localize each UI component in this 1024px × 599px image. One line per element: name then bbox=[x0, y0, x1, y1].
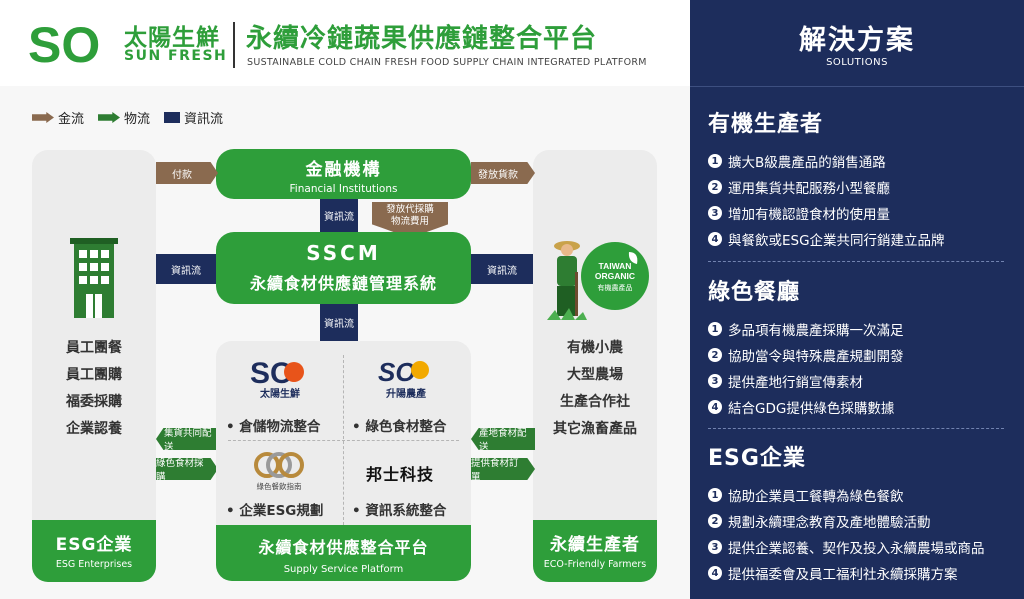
svg-text:SO: SO bbox=[28, 18, 100, 70]
eco-farmers-footer: 永續生產者 ECO-Friendly Farmers bbox=[533, 520, 657, 582]
partner-label-info-system: • 資訊系統整合 bbox=[352, 503, 447, 519]
svg-text:TAIWAN: TAIWAN bbox=[599, 261, 632, 271]
esg-enterprise-list: 員工團餐 員工團購 福委採購 企業認養 bbox=[32, 335, 156, 443]
origin-delivery-arrow: 產地食材配送 bbox=[471, 428, 535, 450]
brown-arrow-icon bbox=[32, 112, 54, 123]
svg-text:綠色餐飲指南: 綠色餐飲指南 bbox=[257, 481, 302, 491]
supply-platform-footer: 永續食材供應整合平台 Supply Service Platform bbox=[216, 525, 471, 581]
esg-enterprise-footer: ESG企業 ESG Enterprises bbox=[32, 520, 156, 582]
brand-name-en: SUN FRESH bbox=[124, 48, 228, 64]
svg-text:ORGANIC: ORGANIC bbox=[595, 271, 635, 281]
sheng-yang-partner-logo: SO 升陽農產 bbox=[378, 357, 429, 399]
sun-fresh-partner-logo: SO 太陽生鮮 bbox=[250, 357, 304, 399]
esg-enterprise-column: 員工團餐 員工團購 福委採購 企業認養 ESG企業 ESG Enterprise… bbox=[32, 150, 156, 582]
eco-farmers-column: TAIWAN ORGANIC 有機農產品 有機小農 大型農場 生產合作社 其它漁… bbox=[533, 150, 657, 582]
section-divider bbox=[708, 428, 1004, 429]
info-flow-bar-bottom: 資訊流 bbox=[320, 304, 358, 341]
supply-order-arrow: 提供食材訂單 bbox=[471, 458, 535, 480]
payment-arrow: 付款 bbox=[156, 162, 218, 184]
farmer-icon: TAIWAN ORGANIC 有機農產品 bbox=[547, 241, 649, 320]
legend-money-flow: 金流 bbox=[32, 108, 84, 127]
header-divider bbox=[233, 22, 235, 68]
page-title: 永續冷鏈蔬果供應鏈整合平台 bbox=[246, 24, 598, 54]
green-purchase-arrow: 綠色食材採購 bbox=[156, 458, 218, 480]
bangshi-tech-logo: 邦士科技 bbox=[366, 465, 435, 484]
svg-text:有機農產品: 有機農產品 bbox=[598, 283, 633, 292]
info-flow-bar-top: 資訊流 bbox=[320, 199, 358, 232]
section-divider bbox=[708, 261, 1004, 262]
brand-name-cn: 太陽生鮮 bbox=[124, 25, 220, 51]
green-arrow-icon bbox=[98, 112, 121, 123]
legend-logistics-flow: 物流 bbox=[98, 108, 150, 127]
payout-arrow: 發放貨款 bbox=[471, 162, 535, 184]
list-item: 生產合作社 bbox=[560, 394, 630, 410]
financial-institutions-box: 金融機構 Financial Institutions bbox=[216, 149, 471, 199]
list-item: 員工團餐 bbox=[66, 340, 122, 356]
list-item: 福委採購 bbox=[66, 394, 122, 410]
legend-info-flow: 資訊流 bbox=[164, 108, 223, 127]
partner-label-green-food: • 綠色食材整合 bbox=[352, 419, 447, 435]
green-dining-guide-logo: 綠色餐飲指南 bbox=[254, 452, 304, 491]
svg-text:SO: SO bbox=[378, 357, 416, 387]
header: SO 太陽生鮮 SUN FRESH 永續冷鏈蔬果供應鏈整合平台 SUSTAINA… bbox=[0, 0, 690, 86]
legend: 金流 物流 資訊流 bbox=[32, 108, 223, 127]
list-item: 其它漁畜產品 bbox=[553, 421, 637, 437]
info-flow-bar-left: 資訊流 bbox=[156, 254, 216, 284]
info-flow-bar-right: 資訊流 bbox=[471, 254, 533, 284]
eco-farmers-list: 有機小農 大型農場 生產合作社 其它漁畜產品 bbox=[533, 335, 657, 443]
sun-fresh-logo: SO bbox=[28, 18, 100, 70]
list-item: 員工團購 bbox=[66, 367, 122, 383]
building-icon bbox=[70, 238, 118, 318]
svg-text:太陽生鮮: 太陽生鮮 bbox=[259, 387, 300, 399]
navy-square-icon bbox=[164, 112, 181, 123]
joint-delivery-arrow: 集貨共同配送 bbox=[156, 428, 218, 450]
partner-label-esg: • 企業ESG規劃 bbox=[226, 503, 324, 519]
list-item: 有機小農 bbox=[567, 340, 623, 356]
list-item: 大型農場 bbox=[567, 367, 623, 383]
svg-text:升陽農產: 升陽農產 bbox=[386, 387, 426, 399]
solutions-subtitle: SOLUTIONS bbox=[826, 57, 888, 68]
page-subtitle: SUSTAINABLE COLD CHAIN FRESH FOOD SUPPLY… bbox=[247, 57, 647, 68]
panel-divider bbox=[690, 86, 1024, 87]
partner-label-warehouse: • 倉儲物流整合 bbox=[226, 419, 321, 435]
solutions-title: 解決方案 bbox=[799, 25, 915, 56]
list-item: 企業認養 bbox=[66, 421, 122, 437]
platform-divider-horizontal bbox=[228, 440, 459, 441]
supply-platform-box: SO 太陽生鮮 • 倉儲物流整合 SO 升陽農產 • 綠色食材整合 綠色餐飲指南… bbox=[216, 341, 471, 581]
sscm-box: SSCM 永續食材供應鏈管理系統 bbox=[216, 232, 471, 304]
